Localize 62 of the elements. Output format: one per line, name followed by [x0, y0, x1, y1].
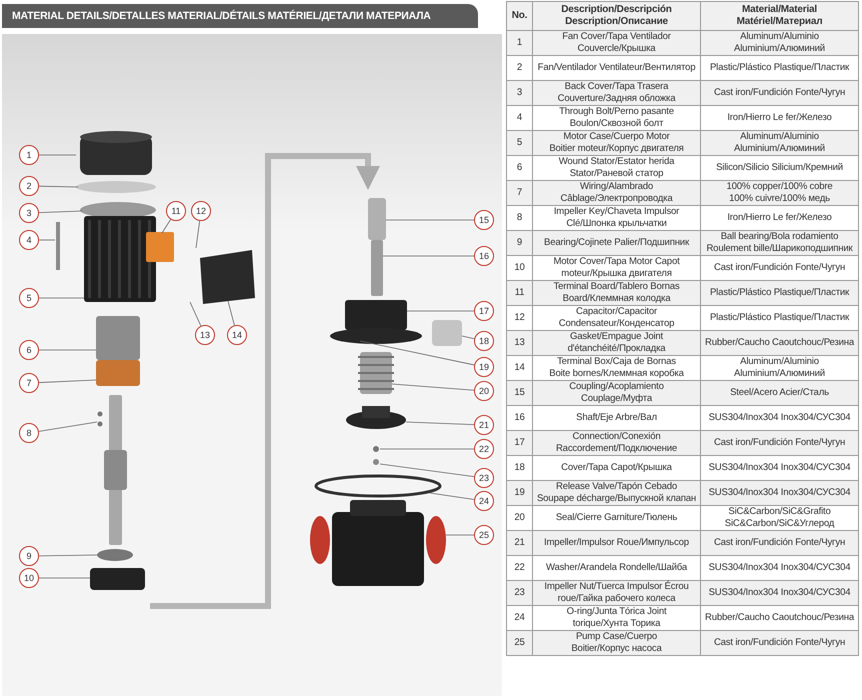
part-number: 13 [506, 330, 532, 356]
column-header: Material/Material Matériel/Материал [700, 2, 858, 30]
part-description: Terminal Board/Tablero Bornas Board/Клеммная колодка [532, 280, 700, 306]
part-material: Cast iron/Fundición Fonte/Чугун [700, 530, 858, 556]
leader-line [38, 186, 78, 188]
part-material: Steel/Acero Acier/Сталь [700, 380, 858, 406]
leader-line [462, 336, 475, 340]
part-description: Back Cover/Tapa Trasera Couverture/Задняя обложка [532, 80, 700, 106]
part-material: Plastic/Plástico Plastique/Пластик [700, 280, 858, 306]
part-description: Motor Case/Cuerpo Motor Boitier moteur/Корпус двигателя [532, 130, 700, 156]
part-number: 25 [506, 630, 532, 656]
leader-line [190, 302, 202, 326]
leader-line [38, 210, 82, 214]
part-description: Fan Cover/Tapa Ventilador Couvercle/Крышка [532, 30, 700, 56]
leader-line [38, 422, 98, 432]
part-material: Cast iron/Fundición Fonte/Чугун [700, 80, 858, 106]
part-material: Rubber/Caucho Caoutchouc/Резина [700, 330, 858, 356]
part-number: 15 [506, 380, 532, 406]
part-number: 7 [506, 180, 532, 206]
part-description: Release Valve/Tapón Cebado Soupape décharge/Выпускной клапан [532, 480, 700, 506]
leader-line [38, 554, 98, 556]
part-description: Coupling/Acoplamiento Couplage/Муфта [532, 380, 700, 406]
leader-line [380, 464, 474, 478]
part-material: Cast iron/Fundición Fonte/Чугун [700, 630, 858, 656]
part-material: 100% copper/100% cobre 100% cuivre/100% медь [700, 180, 858, 206]
leader-line [446, 534, 474, 536]
part-number: 3 [506, 80, 532, 106]
part-number: 1 [506, 30, 532, 56]
part-number: 9 [506, 230, 532, 256]
part-description: Impeller Nut/Tuerca Impulsor Écrou roue/Гайка рабочего колеса [532, 580, 700, 606]
part-description: Impeller/Impulsor Roue/Импульсор [532, 530, 700, 556]
leader-line [38, 154, 76, 156]
part-material: Ball bearing/Bola rodamiento Roulement bille/Шарикоподшипник [700, 230, 858, 256]
part-material: SUS304/Inox304 Inox304/СУС304 [700, 480, 858, 506]
leader-line [162, 219, 172, 234]
part-description: Wiring/Alambrado Câblage/Электропроводка [532, 180, 700, 206]
part-material: Cast iron/Fundición Fonte/Чугун [700, 430, 858, 456]
part-material: Aluminum/Aluminio Aluminium/Алюминий [700, 130, 858, 156]
leader-line [430, 492, 474, 500]
leader-line [228, 300, 235, 326]
part-description: Connection/Conexión Raccordement/Подключение [532, 430, 700, 456]
leader-line [392, 384, 474, 391]
part-material: Aluminum/Aluminio Aluminium/Алюминий [700, 30, 858, 56]
part-number: 5 [506, 130, 532, 156]
leader-line [38, 380, 96, 383]
title-banner: MATERIAL DETAILS/DETALLES MATERIAL/DÉTAILS MATÉRIEL/ДЕТАЛИ МАТЕРИАЛА [2, 4, 478, 28]
leader-line [406, 310, 474, 312]
leader-line [380, 448, 474, 450]
part-description: Bearing/Cojinete Palier/Подшипник [532, 230, 700, 256]
part-description: Gasket/Empague Joint d'étanchéité/Прокладка [532, 330, 700, 356]
part-number: 23 [506, 580, 532, 606]
column-header: No. [506, 2, 532, 30]
leader-line [406, 422, 474, 426]
leader-line [196, 220, 200, 248]
part-number: 11 [506, 280, 532, 306]
leader-line [360, 340, 475, 366]
part-number: 19 [506, 480, 532, 506]
part-number: 21 [506, 530, 532, 556]
part-material: SUS304/Inox304 Inox304/СУС304 [700, 580, 858, 606]
column-header: Description/Descripción Description/Описание [532, 2, 700, 30]
part-number: 17 [506, 430, 532, 456]
part-description: Pump Case/Cuerpo Boitier/Корпус насоса [532, 630, 700, 656]
